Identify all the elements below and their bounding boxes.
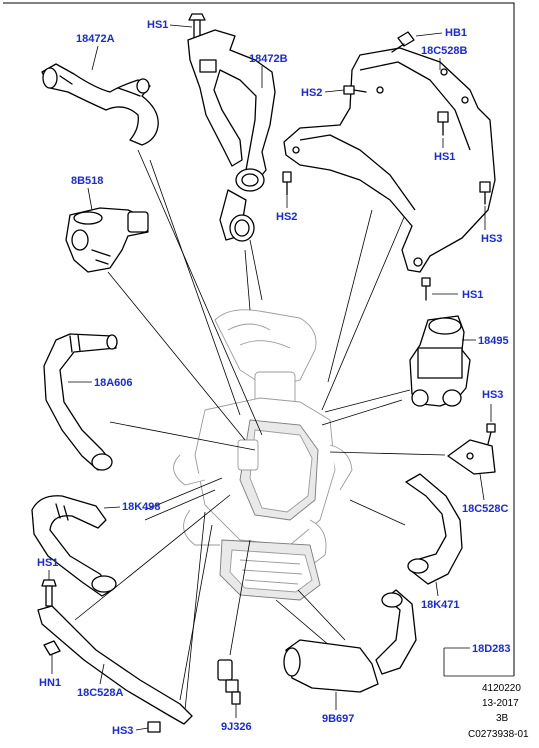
label-18472B: 18472B [249,53,288,65]
label-hs1-b: HS1 [462,289,483,301]
label-hs3-a: HS3 [481,233,502,245]
sensor-9J326 [217,659,241,705]
hose-18K498 [31,495,117,597]
bolt-hs3-a [479,181,491,205]
bolt-hs2-b [282,171,292,196]
diagram-frame [3,2,515,676]
label-hs2-b: HS2 [276,211,297,223]
label-18C528B: 18C528B [421,45,468,57]
label-hb1: HB1 [445,27,467,39]
reference-code-1: 4120220 [482,683,521,694]
label-hs1-top: HS1 [147,19,168,31]
valve-18495 [409,315,471,407]
bolt-hs1-right [437,111,449,136]
label-18495: 18495 [478,335,509,347]
label-18K498: 18K498 [122,501,161,513]
label-9B697: 9B697 [322,713,354,725]
pump-8B518 [65,207,149,273]
label-hs1-right: HS1 [434,151,455,163]
label-hs1-left: HS1 [37,557,58,569]
bolt-hs3-b [486,423,496,445]
hose-18472B [187,29,276,242]
label-hs3-c: HS3 [112,725,133,737]
reference-date: 13-2017 [482,698,519,709]
label-18K471: 18K471 [421,599,460,611]
label-18D283: 18D283 [472,643,511,655]
bolt-hs1-left [41,579,57,607]
reference-drawing-number: C0273938-01 [468,729,529,740]
label-18C528C: 18C528C [462,503,509,515]
heater-9B697 [283,589,417,693]
reference-code-2: 3B [496,713,509,724]
bolt-hs1-top [188,13,206,43]
bracket-18C528B [283,47,496,273]
label-18C528A: 18C528A [77,687,124,699]
hose-18K471 [405,473,463,585]
callout-labels: HS1 18472A 18472B HB1 18C528B HS2 HS1 8B… [37,19,514,737]
bolt-hb1 [391,31,415,53]
bolt-hs1-b [421,277,431,301]
strap-18C528A [37,605,193,733]
label-hn1: HN1 [39,677,61,689]
leader-lines [74,149,446,711]
label-hs2-a: HS2 [301,87,322,99]
bracket-18C528C [447,439,496,475]
label-8B518: 8B518 [71,175,103,187]
central-assembly-ghost [173,309,353,601]
label-18472A: 18472A [76,33,115,45]
hose-18472A [41,63,159,146]
reference-block: 4120220 13-2017 3B C0273938-01 [468,683,529,740]
label-hs3-b: HS3 [482,389,503,401]
label-18A606: 18A606 [94,377,133,389]
hose-18A606 [43,333,118,471]
label-9J326: 9J326 [221,721,252,733]
